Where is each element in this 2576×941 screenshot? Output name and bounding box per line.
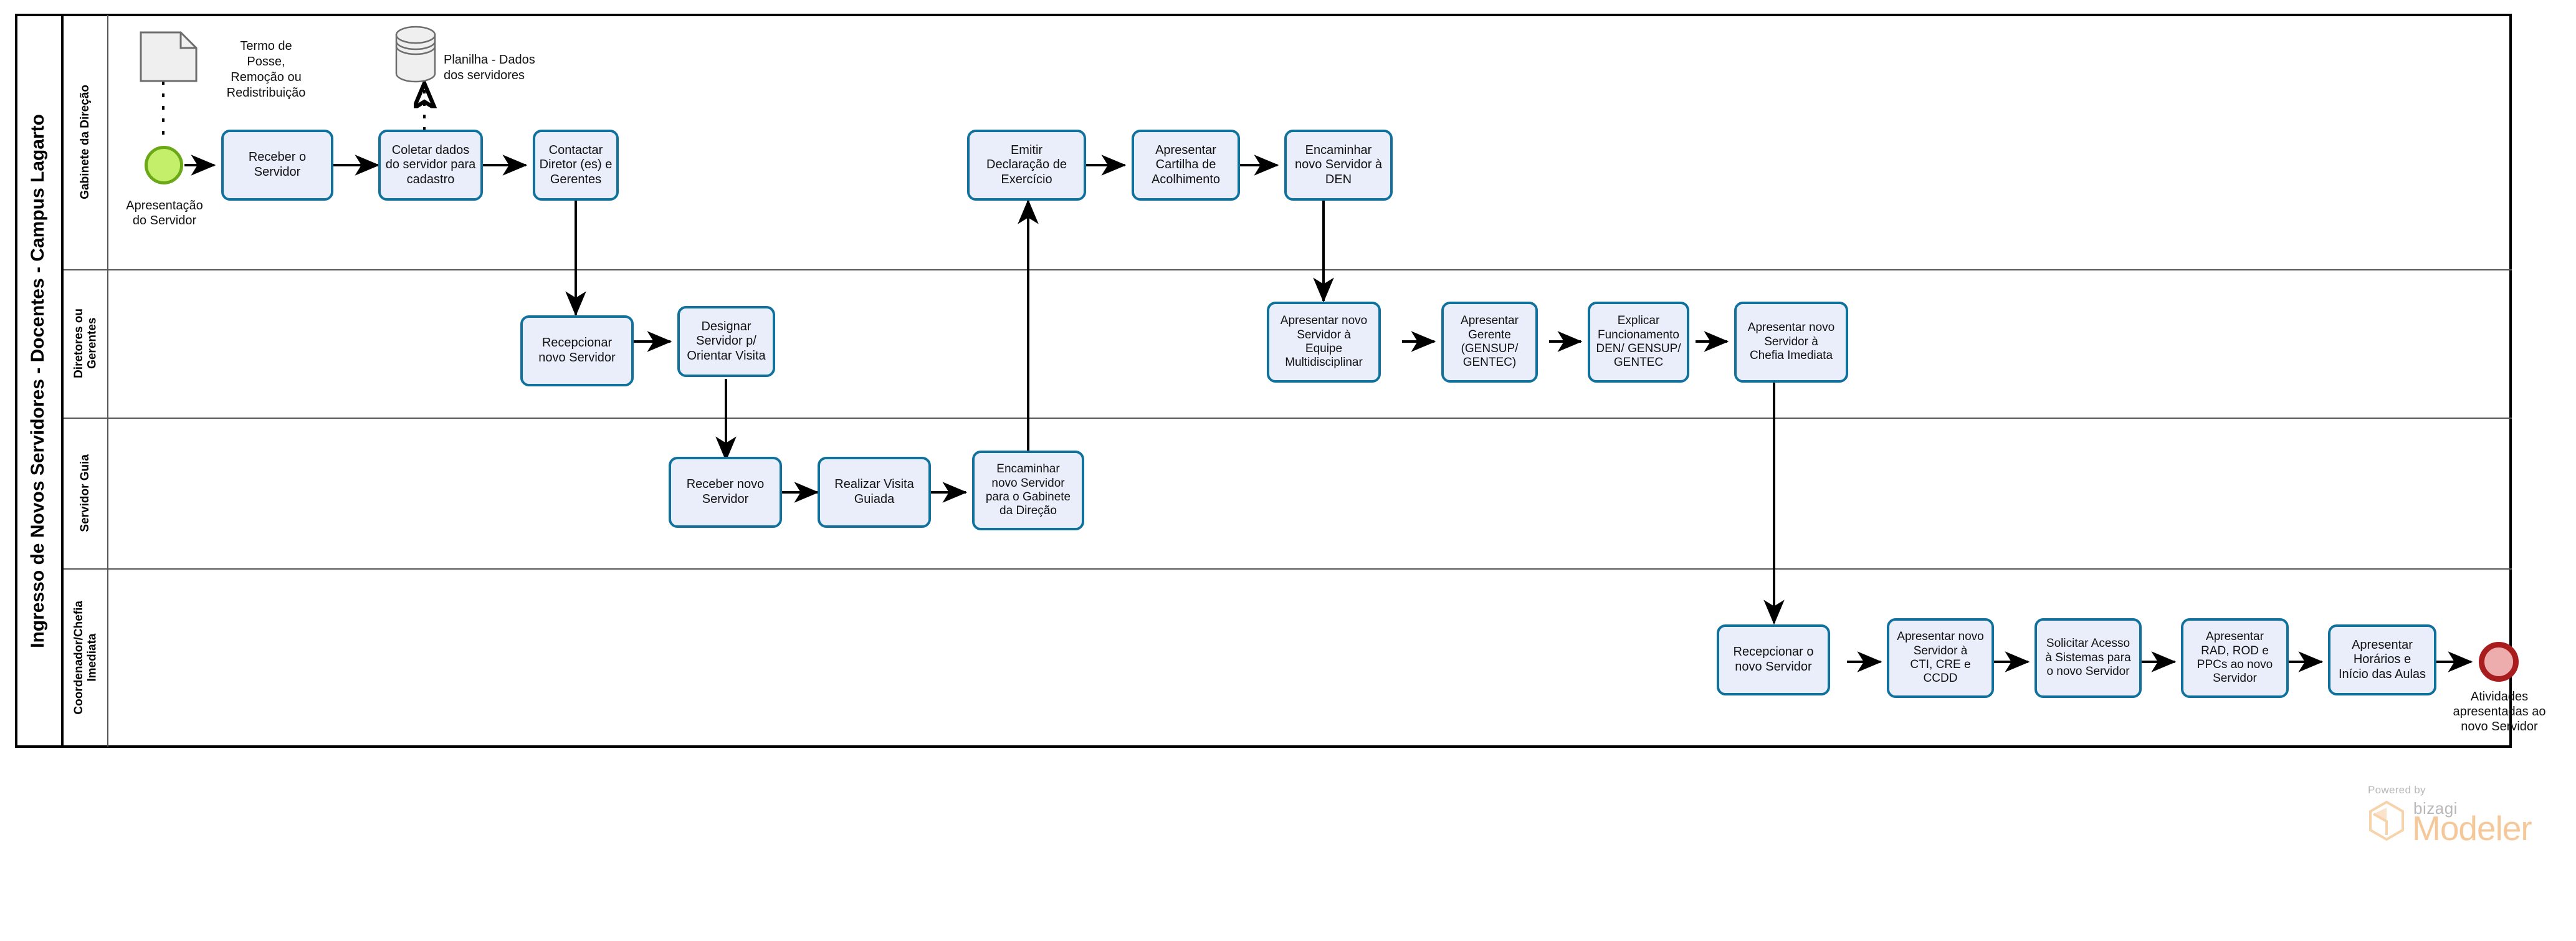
pool-title-label: Ingresso de Novos Servidores - Docentes … xyxy=(27,113,48,648)
task-apresentar-rad-rod-ppcs[interactable]: Apresentar RAD, ROD e PPCs ao novo Servi… xyxy=(2181,618,2289,698)
task-encaminhar-servidor-den[interactable]: Encaminhar novo Servidor à DEN xyxy=(1284,130,1393,201)
lane-label-servidor-guia: Servidor Guia xyxy=(79,454,92,532)
lane-separator-3 xyxy=(64,568,2512,570)
task-contactar-diretores[interactable]: Contactar Diretor (es) e Gerentes xyxy=(533,130,619,201)
bizagi-watermark: Powered by bizagi Modeler xyxy=(2365,784,2564,859)
powered-by-label: Powered by xyxy=(2368,784,2426,796)
task-solicitar-acesso-sistemas[interactable]: Solicitar Acesso à Sistemas para o novo … xyxy=(2035,618,2142,698)
end-event-label: Atividades apresentadas ao novo Servidor xyxy=(2453,690,2546,733)
task-apresentar-horarios-inicio-aulas[interactable]: Apresentar Horários e Início das Aulas xyxy=(2328,624,2436,695)
task-coletar-dados[interactable]: Coletar dados do servidor para cadastro xyxy=(378,130,483,201)
lane-label-coordenador: Coordenador/Chefia Imediata xyxy=(72,600,98,715)
bizagi-wordmark-large: Modeler xyxy=(2412,809,2532,848)
bizagi-logo-icon xyxy=(2369,800,2404,841)
lane-header-servidor-guia: Servidor Guia xyxy=(64,418,108,568)
task-recepcionar-novo-servidor[interactable]: Recepcionar novo Servidor xyxy=(520,315,634,386)
task-receber-novo-servidor[interactable]: Receber novo Servidor xyxy=(669,457,782,528)
end-event-icon[interactable] xyxy=(2479,642,2519,682)
lane-label-diretores: Diretores ou Gerentes xyxy=(72,308,98,378)
task-apresentar-servidor-equipe-multidisciplinar[interactable]: Apresentar novo Servidor à Equipe Multid… xyxy=(1267,302,1381,383)
task-emitir-declaracao[interactable]: Emitir Declaração de Exercício xyxy=(967,130,1086,201)
lane-header-gabinete: Gabinete da Direção xyxy=(64,15,108,269)
lane-header-diretores: Diretores ou Gerentes xyxy=(64,269,108,418)
task-apresentar-servidor-chefia-imediata[interactable]: Apresentar novo Servidor à Chefia Imedia… xyxy=(1734,302,1848,383)
start-event-icon[interactable] xyxy=(145,146,183,184)
lane-label-gabinete: Gabinete da Direção xyxy=(79,85,92,199)
pool-title: Ingresso de Novos Servidores - Docentes … xyxy=(15,14,64,748)
task-apresentar-gerente[interactable]: Apresentar Gerente (GENSUP/ GENTEC) xyxy=(1441,302,1538,383)
lane-header-coordenador: Coordenador/Chefia Imediata xyxy=(64,568,108,747)
lane-separator-2 xyxy=(64,418,2512,419)
task-receber-o-servidor[interactable]: Receber o Servidor xyxy=(221,130,333,201)
task-designar-servidor-orientar-visita[interactable]: Designar Servidor p/ Orientar Visita xyxy=(677,306,775,377)
task-recepcionar-o-novo-servidor[interactable]: Recepcionar o novo Servidor xyxy=(1717,624,1830,695)
task-apresentar-cartilha[interactable]: Apresentar Cartilha de Acolhimento xyxy=(1132,130,1240,201)
lane-separator-1 xyxy=(64,269,2512,270)
task-encaminhar-servidor-gabinete[interactable]: Encaminhar novo Servidor para o Gabinete… xyxy=(972,451,1084,530)
datastore-label: Planilha - Dados dos servidores xyxy=(444,53,535,82)
task-realizar-visita-guiada[interactable]: Realizar Visita Guiada xyxy=(818,457,931,528)
bizagi-wordmark-small: bizagi xyxy=(2413,799,2458,818)
start-event-label: Apresentação do Servidor xyxy=(126,199,203,227)
task-apresentar-servidor-cti-cre-ccdd[interactable]: Apresentar novo Servidor à CTI, CRE e CC… xyxy=(1887,618,1994,698)
task-explicar-funcionamento[interactable]: Explicar Funcionamento DEN/ GENSUP/ GENT… xyxy=(1588,302,1689,383)
document-label: Termo de Posse, Remoção ou Redistribuiçã… xyxy=(226,39,306,100)
